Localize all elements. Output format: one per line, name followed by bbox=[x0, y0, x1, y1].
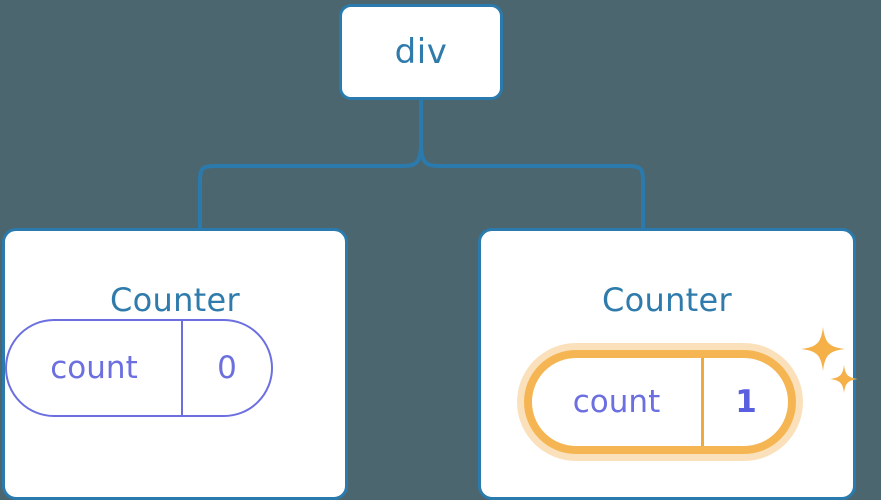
state-pill-right[interactable]: count 1 bbox=[524, 350, 796, 454]
state-pill-right-glow: count 1 bbox=[517, 343, 803, 461]
connector-branch-left bbox=[198, 141, 423, 230]
node-div-label: div bbox=[394, 32, 448, 72]
state-value-cell-right: 1 bbox=[704, 358, 788, 446]
state-value-cell-left: 0 bbox=[183, 321, 271, 415]
state-key-cell-left: count bbox=[7, 321, 183, 415]
card-counter-right[interactable]: Counter count 1 bbox=[478, 228, 858, 500]
card-title-right: Counter bbox=[602, 281, 732, 319]
card-counter-left[interactable]: Counter count 0 bbox=[2, 228, 348, 500]
state-key-left: count bbox=[50, 350, 138, 386]
state-value-left: 0 bbox=[217, 350, 237, 386]
state-pill-left[interactable]: count 0 bbox=[5, 319, 273, 417]
state-key-cell-right: count bbox=[532, 358, 704, 446]
sparkle-icon bbox=[801, 327, 858, 393]
state-key-right: count bbox=[572, 384, 661, 420]
sparkle-large-icon bbox=[801, 327, 845, 371]
card-title-left: Counter bbox=[110, 281, 240, 319]
sparkle-small-icon bbox=[830, 365, 858, 393]
state-value-right: 1 bbox=[735, 384, 757, 420]
node-div[interactable]: div bbox=[339, 4, 503, 100]
connector-branch-right bbox=[419, 141, 645, 230]
